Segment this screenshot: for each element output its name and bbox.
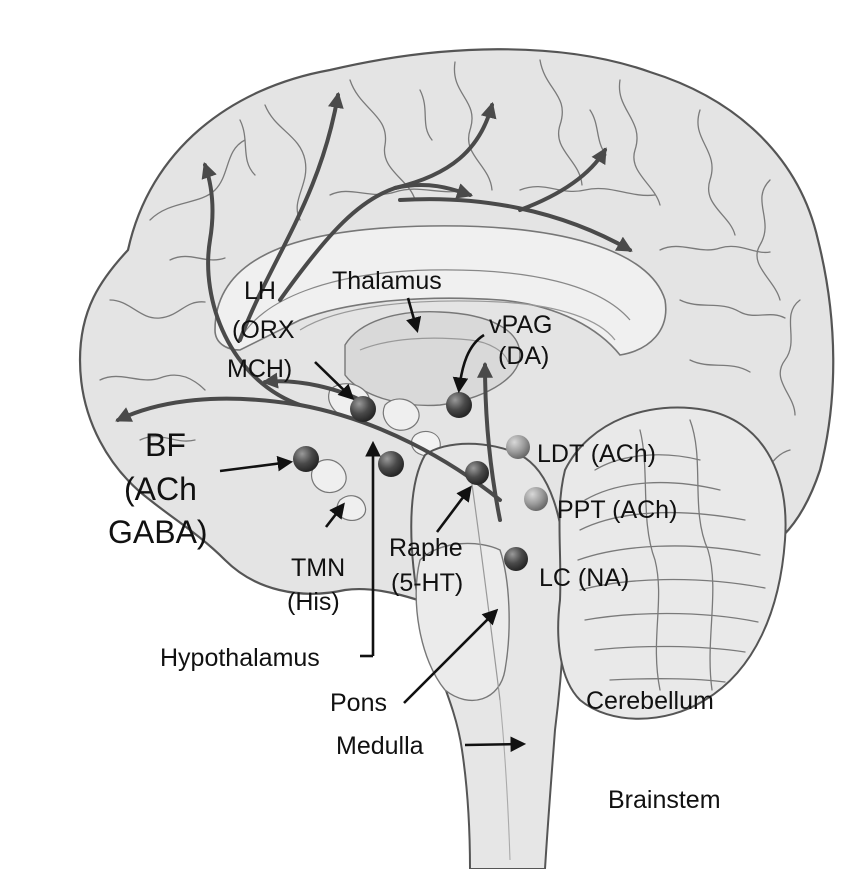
label-ppt: PPT (ACh) (557, 496, 677, 524)
nucleus-bf (293, 446, 319, 472)
label-lh-line1: LH (244, 277, 276, 305)
label-lc: LC (NA) (539, 564, 629, 592)
label-medulla: Medulla (336, 732, 424, 760)
label-raphe-line2: (5-HT) (391, 569, 463, 597)
label-ldt: LDT (ACh) (537, 440, 656, 468)
label-cerebellum: Cerebellum (586, 687, 714, 715)
nucleus-raphe (465, 461, 489, 485)
label-vpag-line2: (DA) (498, 342, 549, 370)
label-pons: Pons (330, 689, 387, 717)
label-thalamus: Thalamus (332, 267, 442, 295)
nucleus-lh (350, 396, 376, 422)
label-raphe-line1: Raphe (389, 534, 463, 562)
label-brainstem: Brainstem (608, 786, 721, 814)
label-bf-line1: BF (145, 427, 186, 463)
label-lh-line2: (ORX (232, 316, 295, 344)
nucleus-vpag (446, 392, 472, 418)
label-tmn-line1: TMN (291, 554, 345, 582)
label-bf-line2: (ACh (124, 471, 197, 507)
label-tmn-line2: (His) (287, 588, 340, 616)
nucleus-tmn (378, 451, 404, 477)
nucleus-ldt (506, 435, 530, 459)
label-lh-line3: MCH) (227, 355, 292, 383)
label-hypothalamus: Hypothalamus (160, 644, 320, 672)
label-vpag-line1: vPAG (489, 311, 552, 339)
nucleus-lc (504, 547, 528, 571)
label-bf-line3: GABA) (108, 514, 208, 550)
nucleus-ppt (524, 487, 548, 511)
